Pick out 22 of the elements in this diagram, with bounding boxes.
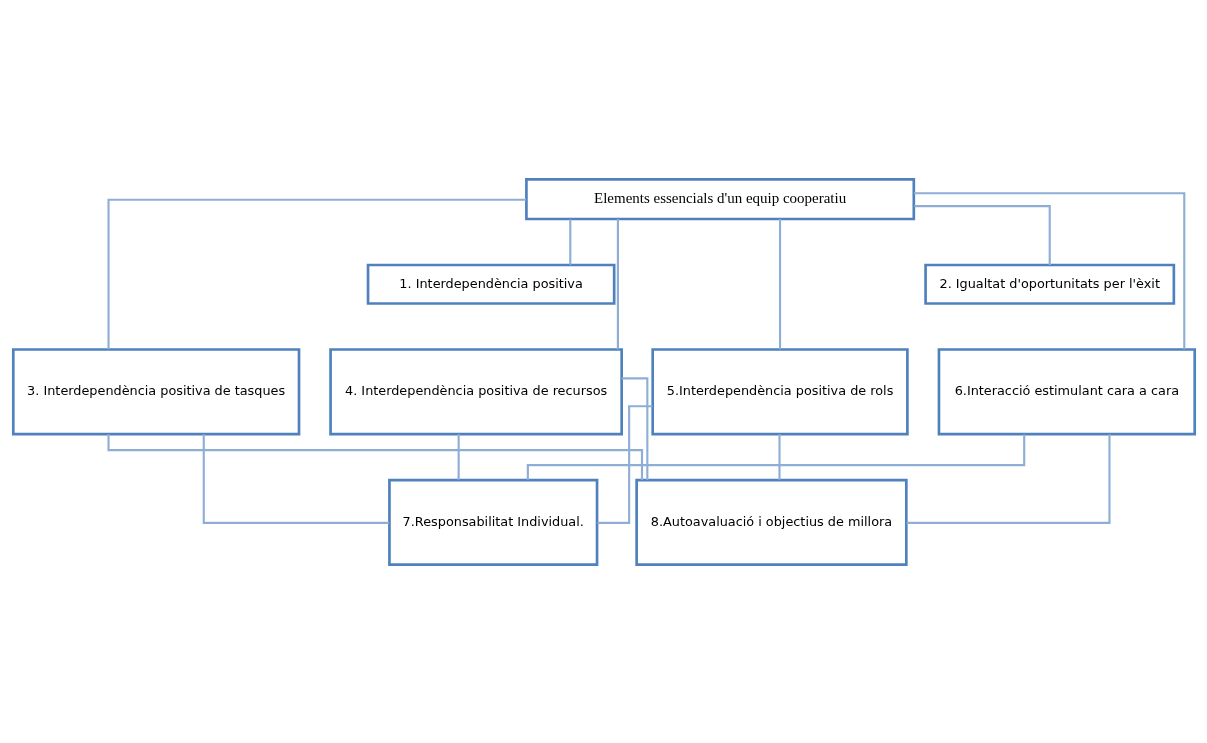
node-box: 7.Responsabilitat Individual. bbox=[387, 478, 598, 566]
connector bbox=[777, 433, 781, 480]
node-box: 8.Autoavaluació i objectius de millora bbox=[634, 478, 908, 566]
connector bbox=[568, 218, 571, 265]
connector bbox=[621, 376, 648, 480]
connector bbox=[906, 433, 1111, 524]
node-box: 4. Interdependència positiva de recursos bbox=[328, 347, 623, 435]
connector bbox=[202, 433, 389, 524]
connector bbox=[913, 191, 1185, 349]
connector bbox=[106, 198, 526, 349]
node-box: 6.Interacció estimulant cara a cara bbox=[937, 347, 1196, 435]
node-box: Elements essencials d'un equip cooperatiu bbox=[524, 177, 915, 220]
connector bbox=[913, 204, 1051, 265]
node-box: 1. Interdependència positiva bbox=[366, 263, 615, 305]
connector bbox=[778, 218, 781, 349]
connector bbox=[526, 433, 1025, 480]
connector bbox=[616, 218, 619, 349]
connector bbox=[457, 433, 460, 480]
node-box: 2. Igualtat d'oportunitats per l'èxit bbox=[923, 263, 1175, 305]
connector bbox=[596, 404, 652, 524]
node-box: 3. Interdependència positiva de tasques bbox=[11, 347, 300, 435]
node-box: 5.Interdependència positiva de rols bbox=[650, 347, 909, 435]
